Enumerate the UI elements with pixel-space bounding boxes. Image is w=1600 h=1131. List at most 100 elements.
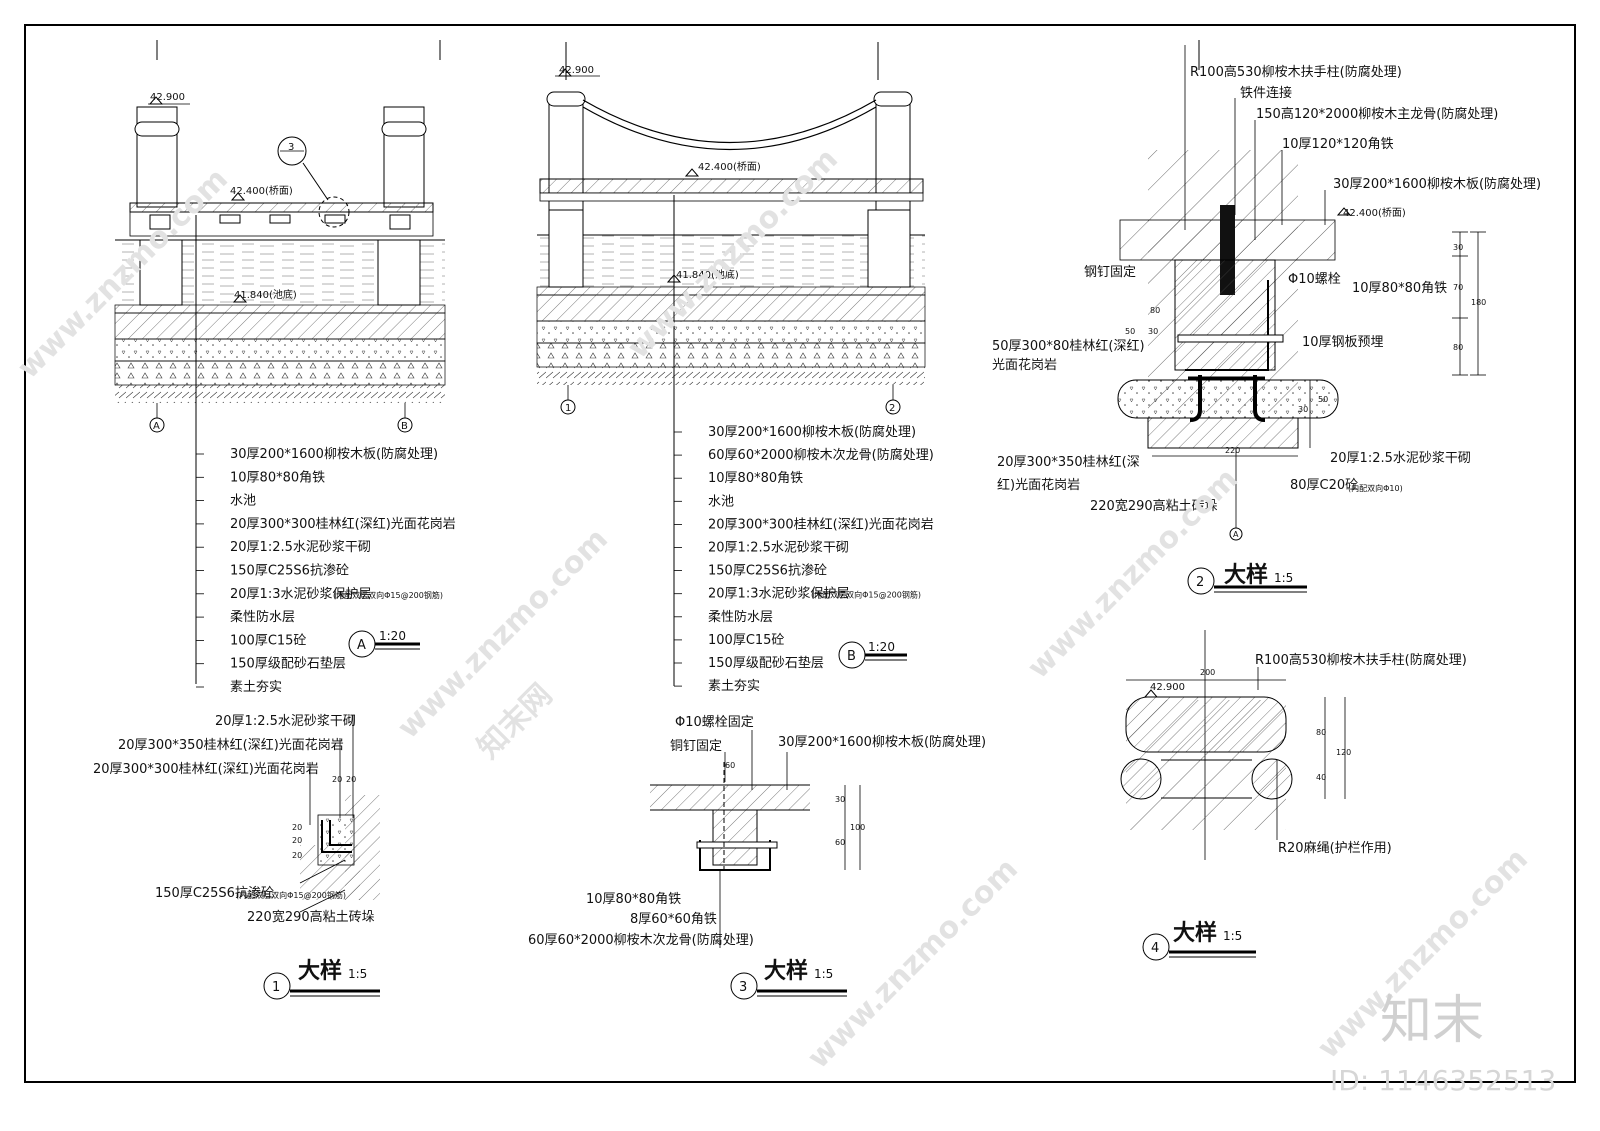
detail-1-label: 20厚300*350桂林红(深红)光面花岗岩 bbox=[118, 737, 344, 753]
section-b-top-elevation: 42.900 bbox=[559, 65, 594, 76]
detail-3-dim: 60 bbox=[725, 761, 735, 770]
detail-3-label: 60厚60*2000柳桉木次龙骨(防腐处理) bbox=[528, 932, 754, 948]
detail-1-label: 20厚300*300桂林红(深红)光面花岗岩 bbox=[93, 761, 319, 777]
detail-2-label: 50厚300*80桂林红(深红) bbox=[992, 338, 1145, 354]
detail-2-label: 220宽290高粘土砖垛 bbox=[1090, 498, 1218, 514]
detail-2-grid: A bbox=[1233, 530, 1239, 539]
layer-label: 20厚1:3水泥砂浆保护层 bbox=[230, 587, 371, 602]
detail-2-scale: 1:5 bbox=[1274, 571, 1293, 585]
railing-post-right bbox=[381, 106, 427, 208]
detail-4-dim: 80 bbox=[1316, 728, 1326, 737]
detail-4-dim: 120 bbox=[1336, 748, 1351, 757]
detail-4-title: 大样 bbox=[1173, 920, 1217, 946]
detail-2-label: R100高530柳桉木扶手柱(防腐处理) bbox=[1190, 64, 1402, 80]
section-b-title-letter: B bbox=[847, 649, 856, 664]
detail-1-dim: 20 bbox=[292, 836, 302, 845]
detail-2-dim: 30 bbox=[1453, 243, 1463, 252]
section-a-bottom-elevation: 41.840(池底) bbox=[234, 288, 297, 301]
detail-2-label: 铁件连接 bbox=[1240, 85, 1292, 101]
detail-4 bbox=[1120, 630, 1346, 961]
section-a-grid-left: A bbox=[153, 421, 160, 432]
detail-2-text: R100高530柳桉木扶手柱(防腐处理) 铁件连接 150高120*2000柳桉… bbox=[992, 64, 1541, 590]
detail-2-dim: 70 bbox=[1453, 283, 1463, 292]
detail-1-dim: 20 bbox=[292, 823, 302, 832]
detail-3-label: 10厚80*80角铁 bbox=[586, 892, 681, 907]
detail-1-dim: 20 bbox=[346, 775, 356, 784]
layer-label: 素土夯实 bbox=[708, 679, 760, 694]
layer-label: 水池 bbox=[708, 494, 734, 509]
layer-label: 150厚C25S6抗渗砼 bbox=[708, 564, 827, 579]
detail-2-dim: 180 bbox=[1471, 298, 1486, 307]
layer-label: 柔性防水层 bbox=[230, 609, 295, 625]
layer-label: 30厚200*1600柳桉木板(防腐处理) bbox=[708, 424, 916, 440]
section-b-scale: 1:20 bbox=[868, 640, 895, 654]
detail-2-dim: 50 bbox=[1318, 395, 1328, 404]
layer-label: 150厚C25S6抗渗砼 bbox=[230, 564, 349, 579]
detail-3-dim: 60 bbox=[835, 838, 845, 847]
watermark-logo: 知末 bbox=[1380, 991, 1484, 1051]
detail-3-title: 大样 bbox=[764, 958, 808, 984]
detail-2-label: 红)光面花岗岩 bbox=[997, 477, 1080, 493]
detail-3-dim: 100 bbox=[850, 823, 865, 832]
detail-2-label: 20厚300*350桂林红(深 bbox=[997, 454, 1140, 470]
detail-2-label: 10厚120*120角铁 bbox=[1282, 137, 1394, 152]
section-a-top-elevation: 42.900 bbox=[150, 92, 185, 103]
detail-2-dim: 80 bbox=[1150, 306, 1160, 315]
detail-3 bbox=[650, 730, 861, 1000]
detail-1-number: 1 bbox=[272, 980, 280, 995]
detail-4-dim: 40 bbox=[1316, 773, 1326, 782]
detail-1 bbox=[263, 715, 380, 1000]
detail-1-dim: 20 bbox=[332, 775, 342, 784]
rope-railing bbox=[582, 99, 877, 144]
detail-2-label: 10厚钢板预埋 bbox=[1302, 335, 1384, 350]
detail-1-dim: 20 bbox=[292, 851, 302, 860]
section-b-deck-elevation: 42.400(桥面) bbox=[698, 161, 761, 173]
detail-2-dim: 80 bbox=[1453, 343, 1463, 352]
detail-2-label: Φ10螺栓 bbox=[1288, 272, 1341, 287]
layer-label: 20厚300*300桂林红(深红)光面花岗岩 bbox=[708, 516, 934, 532]
detail-1-scale: 1:5 bbox=[348, 967, 367, 981]
detail-2-number: 2 bbox=[1196, 575, 1204, 590]
watermark-id: ID: 1146352513 bbox=[1330, 1064, 1556, 1097]
section-a-grid-right: B bbox=[401, 421, 408, 432]
detail-2-deck-elevation: 42.400(桥面) bbox=[1343, 207, 1406, 219]
layer-note: (内配双层双向Φ15@200钢筋) bbox=[811, 590, 921, 600]
section-b-grid-left: 1 bbox=[565, 403, 571, 414]
watermark-text: www.znzmo.com bbox=[801, 852, 1025, 1076]
detail-3-title-bubble bbox=[730, 972, 758, 1000]
detail-4-text: R100高530柳桉木扶手柱(防腐处理) R20麻绳(护栏作用) 42.900 … bbox=[1150, 652, 1467, 956]
detail-3-label: 30厚200*1600柳桉木板(防腐处理) bbox=[778, 734, 986, 750]
section-b: 30厚200*1600柳桉木板(防腐处理)60厚60*2000柳桉木次龙骨(防腐… bbox=[536, 42, 934, 694]
section-b-bottom-elevation: 41.840(池底) bbox=[676, 268, 739, 281]
detail-3-label: 铜钉固定 bbox=[670, 739, 722, 754]
detail-2-dim: 30 bbox=[1298, 405, 1308, 414]
layer-label: 20厚1:2.5水泥砂浆干砌 bbox=[708, 541, 849, 556]
detail-4-scale: 1:5 bbox=[1223, 929, 1242, 943]
section-b-text: 42.900 42.400(桥面) 41.840(池底) 1 2 B 1:20 bbox=[559, 65, 895, 664]
layer-label: 10厚80*80角铁 bbox=[230, 470, 325, 485]
layer-label: 150厚级配砂石垫层 bbox=[708, 655, 824, 671]
section-b-grid-right: 2 bbox=[889, 403, 895, 414]
detail-4-number: 4 bbox=[1151, 941, 1159, 956]
detail-4-elevation: 42.900 bbox=[1150, 682, 1185, 693]
section-a: 30厚200*1600柳桉木板(防腐处理)10厚80*80角铁水池20厚300*… bbox=[114, 40, 456, 695]
detail-2-title: 大样 bbox=[1224, 562, 1268, 588]
detail-2-label: 钢钉固定 bbox=[1084, 265, 1136, 280]
detail-1-note: (内配双层双向Φ15@200钢筋) bbox=[236, 890, 346, 900]
detail-2-title-bubble bbox=[1187, 567, 1215, 595]
section-a-callout-number: 3 bbox=[288, 142, 294, 153]
detail-3-scale: 1:5 bbox=[814, 967, 833, 981]
watermark-text: 知末网 bbox=[471, 677, 559, 765]
layer-label: 水池 bbox=[230, 494, 256, 509]
detail-3-label: Φ10螺栓固定 bbox=[675, 715, 754, 730]
detail-2-label: 20厚1:2.5水泥砂浆干砌 bbox=[1330, 451, 1471, 466]
layer-label: 10厚80*80角铁 bbox=[708, 471, 803, 486]
detail-4-dim: 200 bbox=[1200, 668, 1215, 677]
detail-2-dim: 50 bbox=[1125, 327, 1135, 336]
layer-label: 20厚1:2.5水泥砂浆干砌 bbox=[230, 540, 371, 555]
layer-label: 100厚C15砼 bbox=[230, 633, 306, 648]
layer-label: 150厚级配砂石垫层 bbox=[230, 656, 346, 672]
detail-2-label: 30厚200*1600柳桉木板(防腐处理) bbox=[1333, 176, 1541, 192]
detail-3-text: Φ10螺栓固定 铜钉固定 30厚200*1600柳桉木板(防腐处理) 10厚80… bbox=[528, 715, 986, 995]
